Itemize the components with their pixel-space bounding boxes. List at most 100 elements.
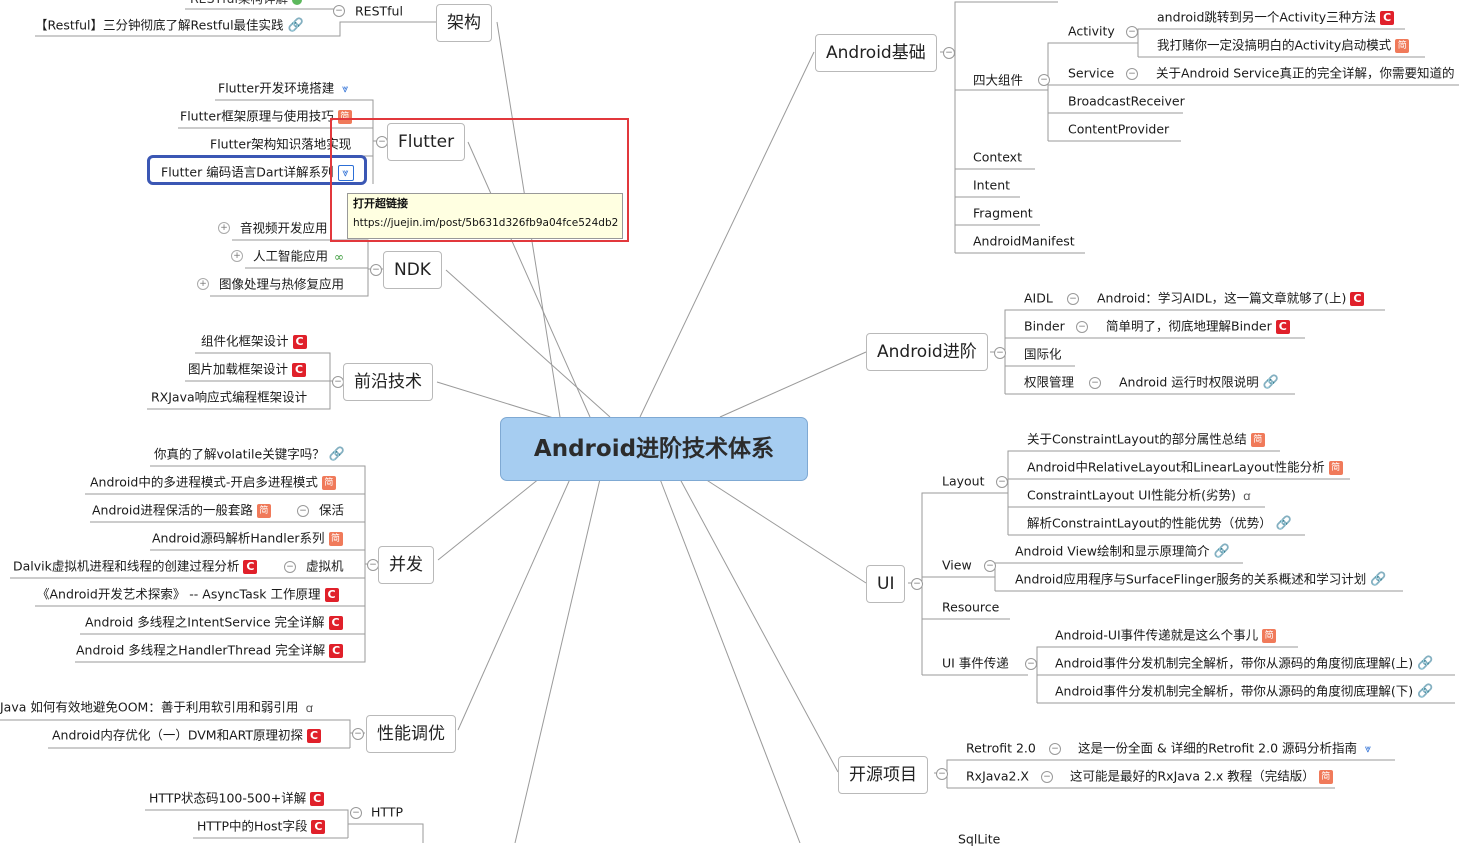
layout-item-constraint-attrs[interactable]: 关于ConstraintLayout的部分属性总结简 <box>1027 430 1265 448</box>
http-label[interactable]: HTTP <box>371 804 403 820</box>
event-item-part1[interactable]: Android事件分发机制完全解析，带你从源码的角度彻底理解(上)🔗 <box>1055 655 1434 671</box>
collapse-toggle-ndk[interactable] <box>370 264 382 276</box>
collapse-toggle-binder[interactable] <box>1076 321 1088 333</box>
activity-item-launchmode[interactable]: 我打赌你一定没搞明白的Activity启动模式简 <box>1157 36 1410 54</box>
concurrency-item-keepalive[interactable]: Android进程保活的一般套路简 <box>92 501 271 519</box>
vm-label[interactable]: 虚拟机 <box>306 558 344 574</box>
collapse-toggle-permission[interactable] <box>1089 377 1101 389</box>
content-provider-label[interactable]: ContentProvider <box>1068 121 1170 137</box>
concurrency-item-volatile[interactable]: 你真的了解volatile关键字吗？🔗 <box>154 446 345 462</box>
four-components-label[interactable]: 四大组件 <box>973 72 1024 88</box>
collapse-toggle-ui[interactable] <box>911 578 923 590</box>
retrofit-article[interactable]: 这是一份全面 & 详细的Retrofit 2.0 源码分析指南⩔ <box>1078 739 1375 757</box>
activity-label[interactable]: Activity <box>1068 23 1115 39</box>
event-item-part2[interactable]: Android事件分发机制完全解析，带你从源码的角度彻底理解(下)🔗 <box>1055 683 1434 699</box>
topic-android-advanced[interactable]: Android进阶 <box>866 333 988 371</box>
i18n-label[interactable]: 国际化 <box>1024 346 1062 362</box>
central-topic[interactable]: Android进阶技术体系 <box>500 417 808 481</box>
restful-article[interactable]: 【Restful】三分钟彻底了解Restful最佳实践🔗 <box>35 17 304 33</box>
collapse-toggle-activity[interactable] <box>1126 26 1138 38</box>
flutter-item-env[interactable]: Flutter开发环境搭建⩔ <box>218 79 352 97</box>
collapse-toggle-vm[interactable] <box>284 561 296 573</box>
topic-ui[interactable]: UI <box>866 565 906 603</box>
fragment-label[interactable]: Fragment <box>973 205 1033 221</box>
flutter-item-principle[interactable]: Flutter框架原理与使用技巧简 <box>180 107 352 125</box>
keepalive-label[interactable]: 保活 <box>319 502 345 518</box>
aidl-article[interactable]: Android：学习AIDL，这一篇文章就够了(上)C <box>1097 289 1365 307</box>
binder-label[interactable]: Binder <box>1024 318 1065 334</box>
collapse-toggle-layout[interactable] <box>996 476 1008 488</box>
layout-label[interactable]: Layout <box>942 473 985 489</box>
collapse-toggle-four[interactable] <box>1038 74 1050 86</box>
service-label[interactable]: Service <box>1068 65 1115 81</box>
topic-open-source[interactable]: 开源项目 <box>838 756 928 794</box>
sqlite-label[interactable]: SqlLite <box>958 831 1001 847</box>
collapse-toggle-service[interactable] <box>1126 68 1138 80</box>
aidl-label[interactable]: AIDL <box>1024 290 1053 306</box>
rxjava-label[interactable]: RxJava2.X <box>966 768 1029 784</box>
topic-concurrency[interactable]: 并发 <box>378 546 434 584</box>
expand-toggle-ai[interactable] <box>231 250 243 262</box>
frontier-item-rxjava[interactable]: RXJava响应式编程框架设计 <box>151 389 308 405</box>
view-item-surfaceflinger[interactable]: Android应用程序与SurfaceFlinger服务的关系概述和学习计划🔗 <box>1015 571 1387 587</box>
broadcast-receiver-label[interactable]: BroadcastReceiver <box>1068 93 1185 109</box>
expand-toggle-img[interactable] <box>197 278 209 290</box>
ndk-item-img[interactable]: 图像处理与热修复应用 <box>219 276 345 292</box>
flutter-item-dart[interactable]: Flutter 编码语言Dart详解系列⩔ <box>161 163 354 181</box>
context-label[interactable]: Context <box>973 149 1022 165</box>
restful-top-item[interactable]: RESTful架构详解 <box>190 0 302 8</box>
ndk-item-av[interactable]: 音视频开发应用 <box>240 220 328 236</box>
rxjava-article[interactable]: 这可能是最好的RxJava 2.x 教程（完结版）简 <box>1070 767 1333 785</box>
event-label[interactable]: UI 事件传递 <box>942 655 1009 671</box>
layout-item-constraint-weak[interactable]: ConstraintLayout UI性能分析(劣势)ꭤ <box>1027 486 1254 504</box>
topic-performance[interactable]: 性能调优 <box>366 715 456 753</box>
view-label[interactable]: View <box>942 557 972 573</box>
collapse-toggle-advanced[interactable] <box>994 347 1006 359</box>
collapse-toggle-aidl[interactable] <box>1067 293 1079 305</box>
collapse-toggle-event[interactable] <box>1025 658 1037 670</box>
expand-toggle-av[interactable] <box>218 222 230 234</box>
layout-item-constraint-strong[interactable]: 解析ConstraintLayout的性能优势（优势）🔗 <box>1027 515 1292 531</box>
layout-item-relative-linear[interactable]: Android中RelativeLayout和LinearLayout性能分析简 <box>1027 458 1343 476</box>
topic-architecture[interactable]: 架构 <box>436 4 492 42</box>
collapse-toggle-http[interactable] <box>350 807 362 819</box>
permission-label[interactable]: 权限管理 <box>1024 374 1075 390</box>
androidmanifest-label[interactable]: AndroidManifest <box>973 233 1075 249</box>
topic-frontier[interactable]: 前沿技术 <box>343 363 433 401</box>
event-item-intro[interactable]: Android-UI事件传递就是这么个事儿简 <box>1055 626 1277 644</box>
collapse-toggle-view[interactable] <box>984 560 996 572</box>
intent-label[interactable]: Intent <box>973 177 1011 193</box>
topic-flutter[interactable]: Flutter <box>387 123 466 161</box>
collapse-toggle-performance[interactable] <box>352 728 364 740</box>
service-item[interactable]: 关于Android Service真正的完全详解，你需要知道的 <box>1156 65 1455 81</box>
collapse-toggle-opensource[interactable] <box>936 768 948 780</box>
ndk-item-ai[interactable]: 人工智能应用∞ <box>253 248 345 264</box>
restful-label[interactable]: RESTful <box>355 3 403 19</box>
topic-android-basics[interactable]: Android基础 <box>815 34 937 72</box>
retrofit-label[interactable]: Retrofit 2.0 <box>966 740 1036 756</box>
collapse-toggle-restful[interactable] <box>333 5 345 17</box>
collapse-toggle-retrofit[interactable] <box>1049 743 1061 755</box>
concurrency-item-handler[interactable]: Android源码解析Handler系列简 <box>152 529 343 547</box>
collapse-toggle-keepalive[interactable] <box>297 505 309 517</box>
collapse-toggle-basics[interactable] <box>943 47 955 59</box>
flutter-item-arch[interactable]: Flutter架构知识落地实现 <box>210 136 352 152</box>
concurrency-item-multiprocess[interactable]: Android中的多进程模式-开启多进程模式简 <box>90 473 336 491</box>
collapse-toggle-rxjava[interactable] <box>1041 771 1053 783</box>
resource-label[interactable]: Resource <box>942 599 1000 615</box>
topic-ndk[interactable]: NDK <box>383 251 442 289</box>
permission-article[interactable]: Android 运行时权限说明🔗 <box>1119 374 1279 390</box>
view-item-draw[interactable]: Android View绘制和显示原理简介🔗 <box>1015 543 1230 559</box>
